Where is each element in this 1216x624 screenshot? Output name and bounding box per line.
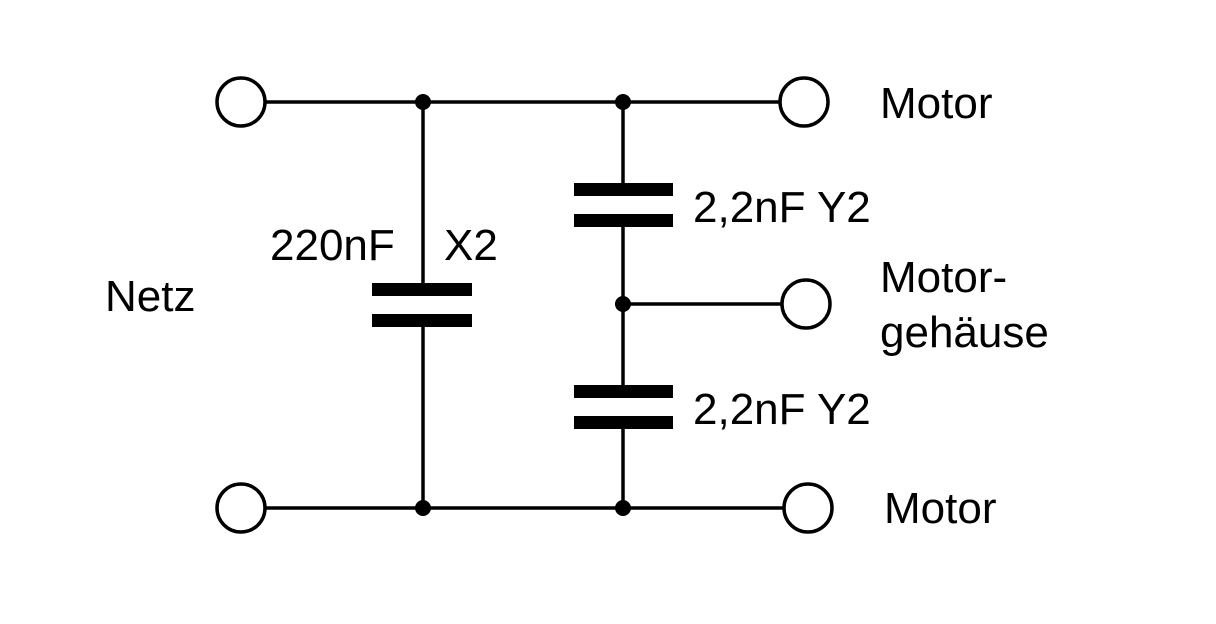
junction-dot: [415, 500, 431, 516]
x-cap-plate-lower: [372, 314, 472, 327]
x-cap-value-label: 220nF: [270, 221, 395, 270]
y-cap-bottom-plate-lower: [574, 416, 673, 429]
junction-dot: [615, 94, 631, 110]
y-cap-bottom-label: 2,2nF Y2: [693, 385, 871, 434]
junction-dot: [615, 296, 631, 312]
housing-label-line2: gehäuse: [880, 308, 1049, 357]
terminal-motor-top: [778, 76, 830, 128]
terminal-motor-bottom: [782, 482, 834, 534]
y-cap-bottom-plate-upper: [574, 385, 673, 398]
y-capacitor-bottom: [574, 385, 673, 429]
junction-dot: [415, 94, 431, 110]
y-cap-top-plate-upper: [574, 183, 673, 196]
motor-bottom-label: Motor: [884, 484, 996, 533]
x-cap-class-label: X2: [444, 221, 498, 270]
x-cap-plate-upper: [372, 283, 472, 296]
x-capacitor: [372, 283, 472, 327]
terminal-netz-bottom: [215, 482, 267, 534]
netz-label: Netz: [105, 272, 195, 321]
housing-label-line1: Motor-: [880, 253, 1007, 302]
terminal-housing: [780, 278, 832, 330]
junction-dot: [615, 500, 631, 516]
y-capacitor-top: [574, 183, 673, 227]
y-cap-top-plate-lower: [574, 214, 673, 227]
motor-top-label: Motor: [880, 79, 992, 128]
terminal-netz-top: [215, 76, 267, 128]
y-cap-top-label: 2,2nF Y2: [693, 183, 871, 232]
